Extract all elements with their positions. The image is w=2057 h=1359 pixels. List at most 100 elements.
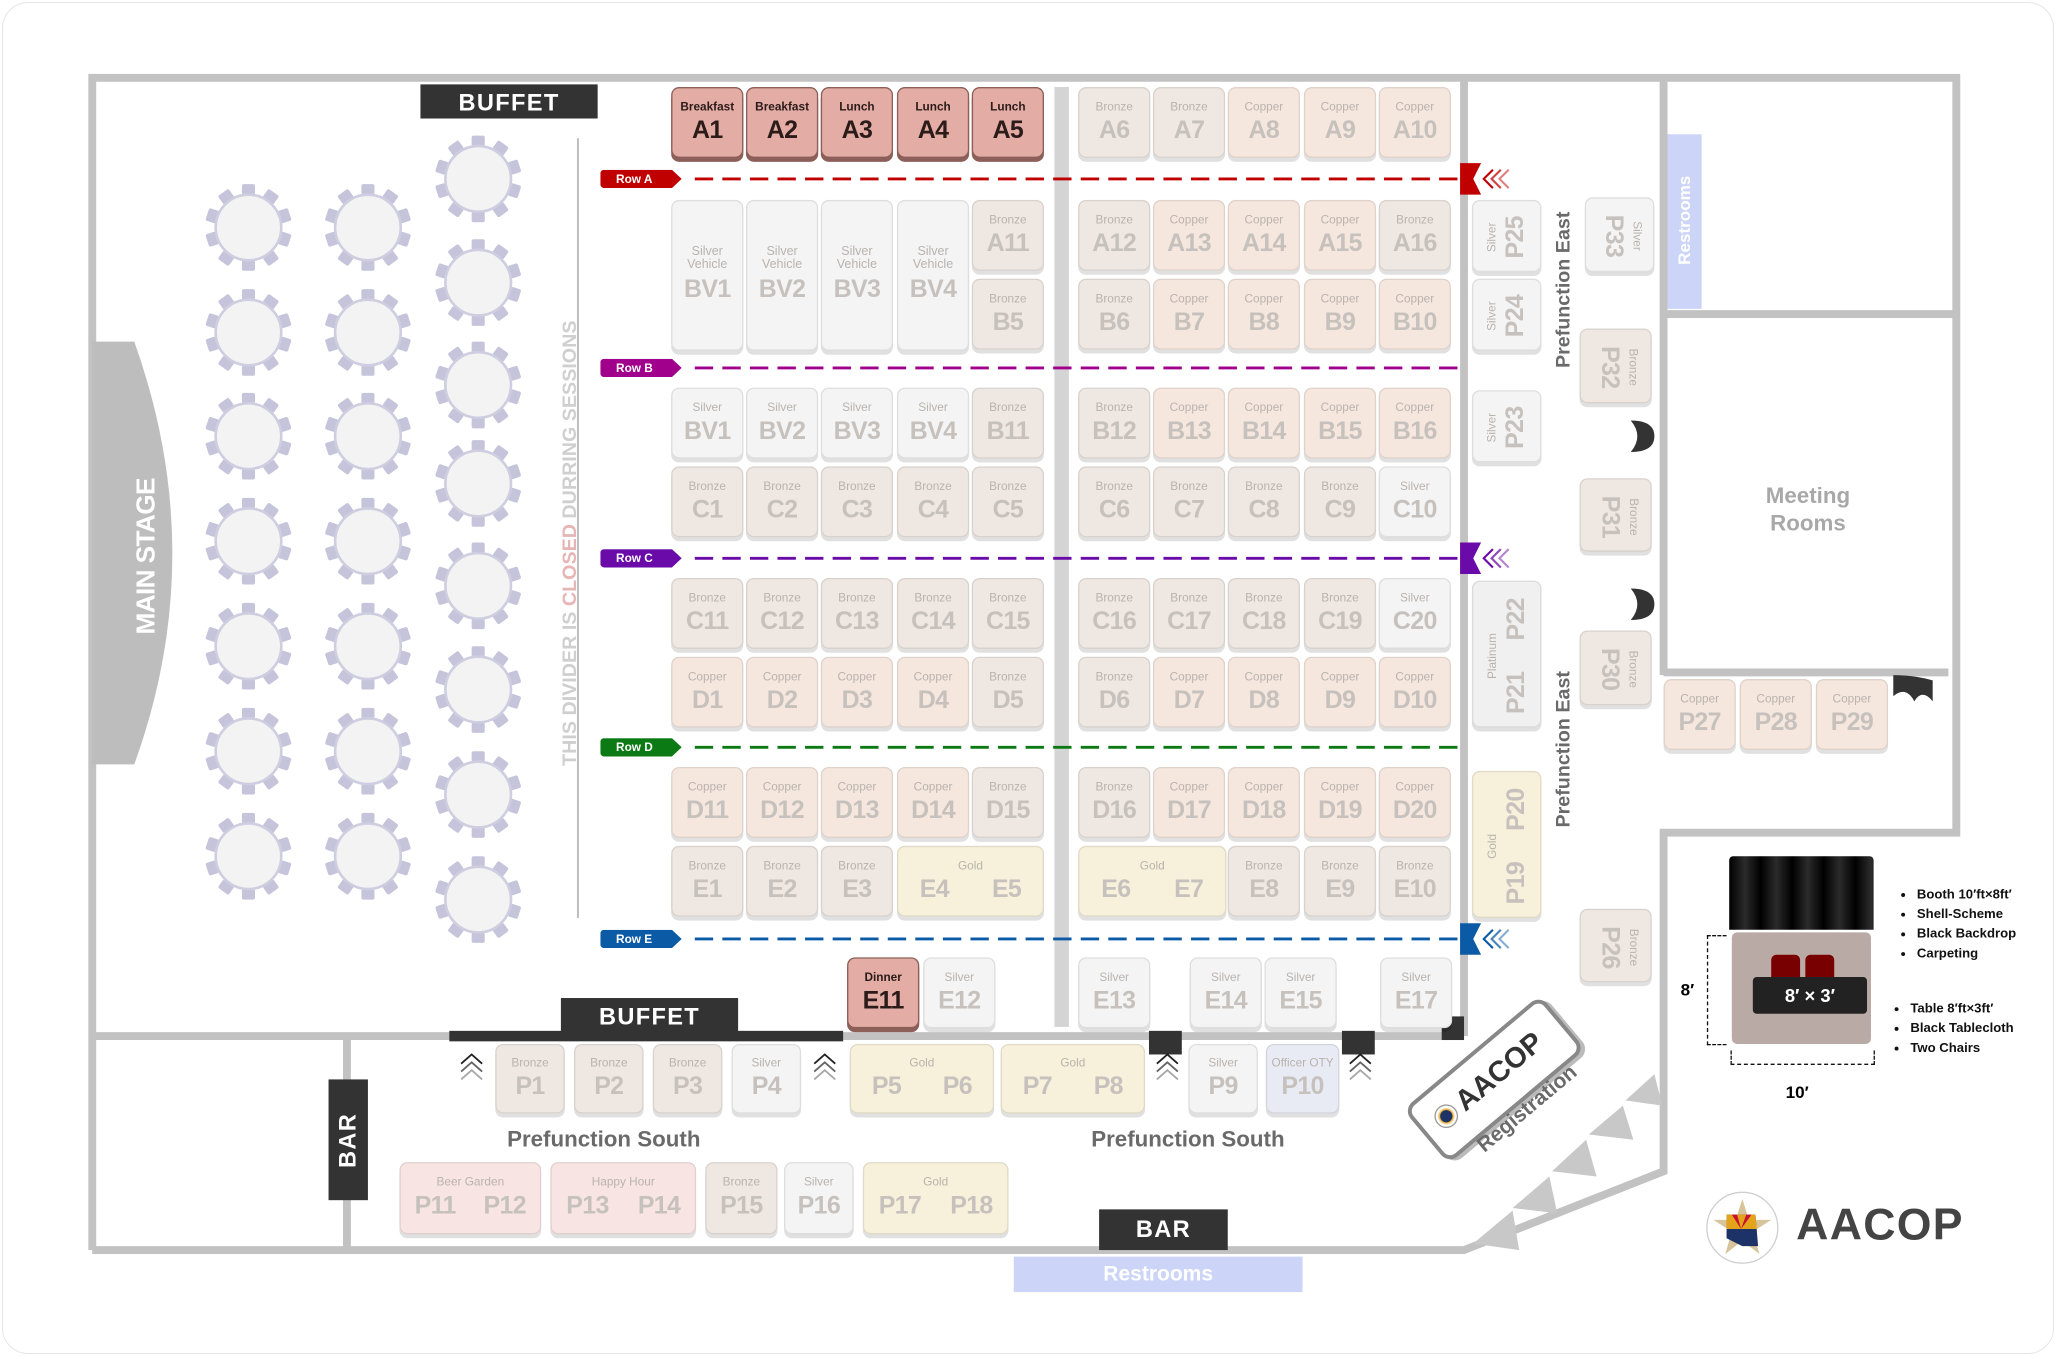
meeting-rooms-label[interactable]: Meeting Rooms (1710, 482, 1907, 537)
restrooms-east[interactable]: Restrooms (1667, 134, 1702, 309)
restrooms-south[interactable]: Restrooms (1013, 1256, 1303, 1293)
